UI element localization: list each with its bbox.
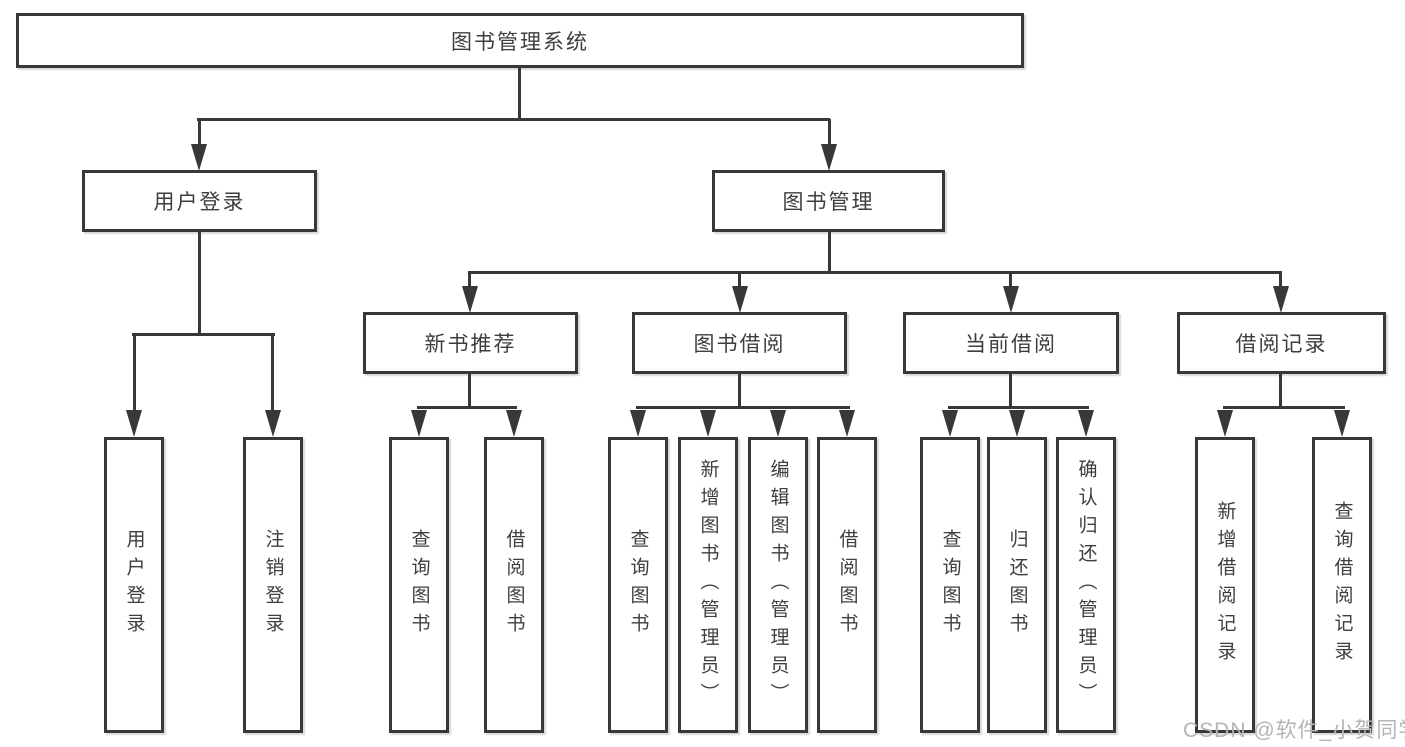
arrow-down-icon [1217,410,1233,437]
node-book-management: 图书管理 [712,170,945,232]
leaf-user-login-label: 用户登录 [123,529,145,641]
leaf-query-book-1-label: 查询图书 [408,529,430,641]
leaf-confirm-return-admin: 确认归还（管理员） [1056,437,1116,733]
connector-book-management-trunk [828,230,831,273]
leaf-logout-label: 注销登录 [262,529,284,641]
leaf-query-book-1: 查询图书 [389,437,449,733]
leaf-confirm-return-admin-label: 确认归还（管理员） [1075,459,1097,711]
connector-current-borrow-trunk [1009,372,1012,409]
leaf-query-book-2-label: 查询图书 [627,529,649,641]
arrow-down-icon [411,410,427,437]
leaf-borrow-book-1: 借阅图书 [484,437,544,733]
leaf-borrow-book-2: 借阅图书 [817,437,877,733]
connector-drop-level3 [738,272,741,288]
node-borrow-record-label: 借阅记录 [1235,333,1328,356]
leaf-edit-book-admin: 编辑图书（管理员） [748,437,808,733]
arrow-down-icon [462,286,478,313]
node-user-login-label: 用户登录 [153,191,246,214]
arrow-down-icon [265,410,281,437]
connector-split-borrow-record [1223,406,1345,409]
node-book-borrow-label: 图书借阅 [693,333,786,356]
leaf-add-book-admin: 新增图书（管理员） [678,437,738,733]
connector-split-book-borrow [636,406,850,409]
node-root: 图书管理系统 [16,13,1024,68]
leaf-borrow-book-1-label: 借阅图书 [503,529,525,641]
connector-split-user-login [132,333,275,336]
connector-drop-level3 [468,272,471,288]
leaf-add-borrow-record-label: 新增借阅记录 [1214,501,1236,669]
node-new-book-recommend: 新书推荐 [363,312,578,374]
arrow-down-icon [1273,286,1289,313]
connector-user-login-trunk [198,230,201,335]
leaf-logout: 注销登录 [243,437,303,733]
arrow-down-icon [1334,410,1350,437]
connector-drop-level3 [1279,272,1282,288]
arrow-down-icon [506,410,522,437]
node-root-label: 图书管理系统 [451,30,589,54]
leaf-user-login: 用户登录 [104,437,164,733]
node-book-borrow: 图书借阅 [632,312,847,374]
node-borrow-record: 借阅记录 [1177,312,1386,374]
connector-split-new-book [417,406,517,409]
arrow-down-icon [942,410,958,437]
arrow-down-icon [191,144,207,171]
node-current-borrow: 当前借阅 [903,312,1119,374]
connector-borrow-record-trunk [1279,372,1282,409]
leaf-return-book-label: 归还图书 [1006,529,1028,641]
arrow-down-icon [1078,410,1094,437]
node-user-login: 用户登录 [82,170,317,232]
leaf-query-borrow-record: 查询借阅记录 [1312,437,1372,733]
connector-branch-level3 [468,271,1282,274]
watermark-text: CSDN @软件_小贺同学 [1183,719,1405,742]
node-book-management-label: 图书管理 [782,191,875,214]
arrow-down-icon [126,410,142,437]
arrow-down-icon [821,144,837,171]
leaf-query-borrow-record-label: 查询借阅记录 [1331,501,1353,669]
connector-drop-leaf [133,334,136,413]
leaf-add-borrow-record: 新增借阅记录 [1195,437,1255,733]
connector-drop-leaf [271,334,274,413]
arrow-down-icon [700,410,716,437]
leaf-edit-book-admin-label: 编辑图书（管理员） [767,459,789,711]
leaf-query-book-3-label: 查询图书 [939,529,961,641]
node-current-borrow-label: 当前借阅 [965,333,1057,356]
connector-drop-book-management [828,119,831,146]
connector-drop-level3 [1009,272,1012,288]
connector-drop-user-login [198,119,201,146]
node-new-book-recommend-label: 新书推荐 [424,333,517,356]
arrow-down-icon [770,410,786,437]
arrow-down-icon [630,410,646,437]
leaf-query-book-3: 查询图书 [920,437,980,733]
connector-split-current-borrow [948,406,1089,409]
connector-new-book-trunk [468,372,471,409]
connector-book-borrow-trunk [738,372,741,409]
leaf-borrow-book-2-label: 借阅图书 [836,529,858,641]
connector-branch-level2 [197,118,830,121]
arrow-down-icon [1003,286,1019,313]
leaf-query-book-2: 查询图书 [608,437,668,733]
arrow-down-icon [839,410,855,437]
connector-root-trunk [518,66,521,120]
arrow-down-icon [732,286,748,313]
leaf-add-book-admin-label: 新增图书（管理员） [697,459,719,711]
arrow-down-icon [1009,410,1025,437]
leaf-return-book: 归还图书 [987,437,1047,733]
